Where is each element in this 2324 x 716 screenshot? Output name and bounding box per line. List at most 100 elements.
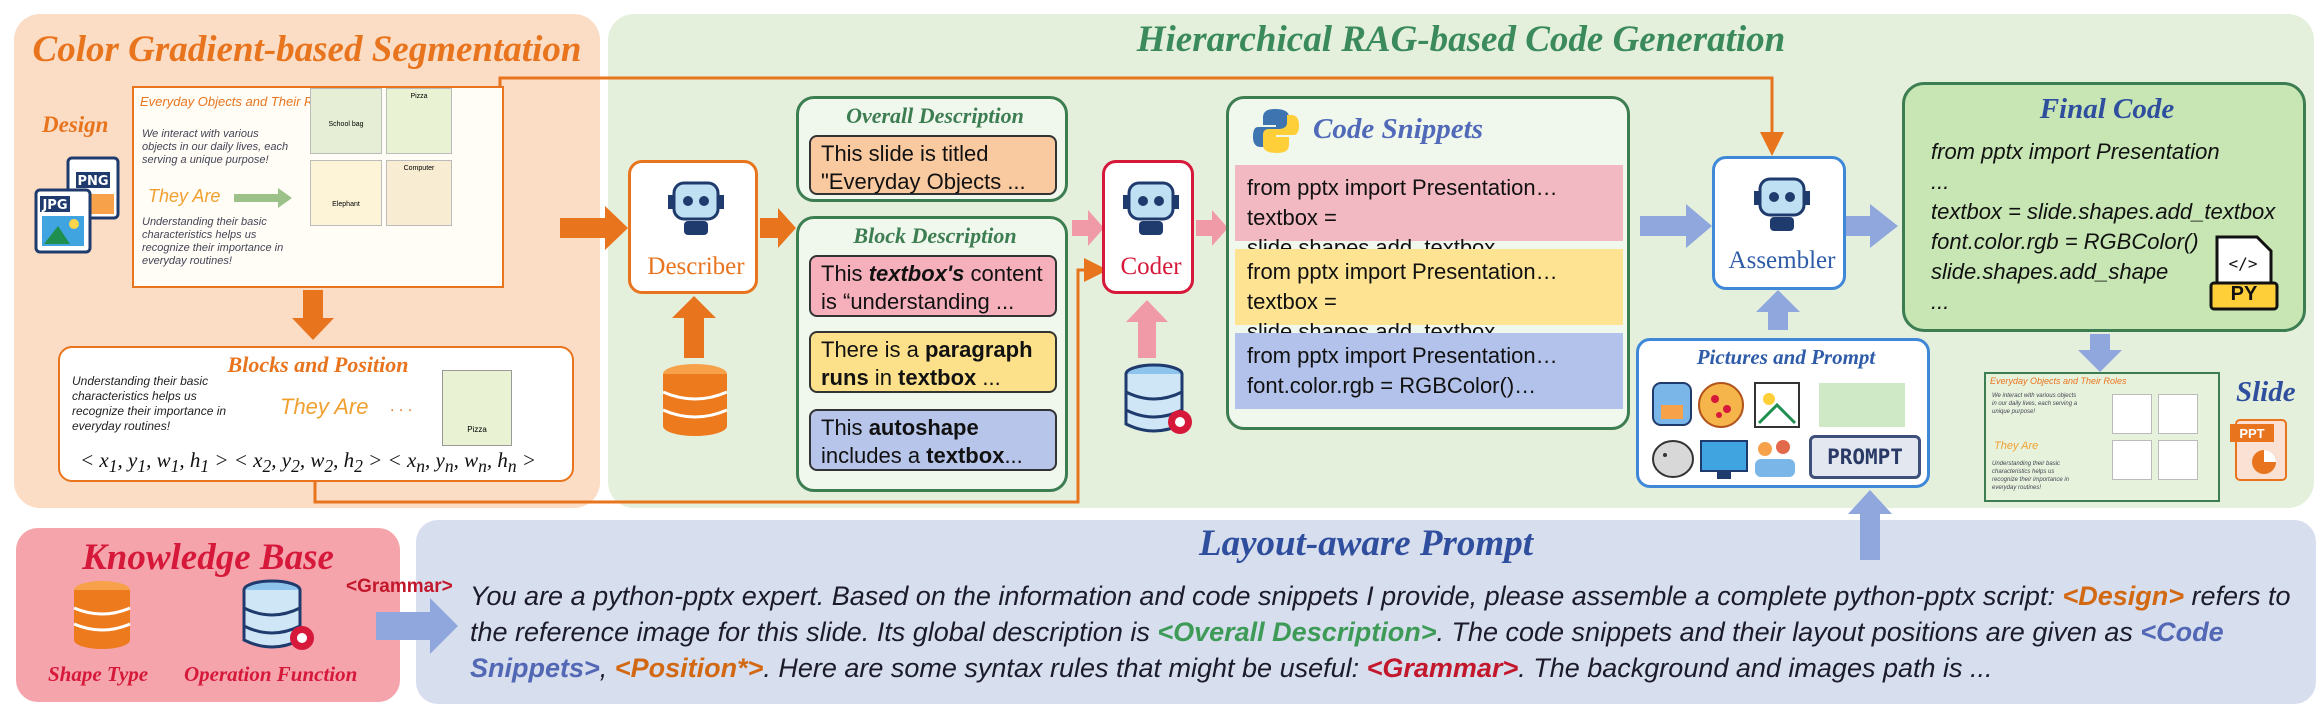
block-desc-title: Block Description — [853, 223, 1017, 248]
blocks-text: Understanding their basic characteristic… — [72, 374, 252, 434]
database-gear-icon — [1124, 363, 1192, 434]
snippets-title: Code Snippets — [1313, 113, 1483, 145]
layout-prompt-text: You are a python-pptx expert. Based on t… — [470, 581, 2291, 683]
describer-to-desc-arrow — [760, 208, 796, 248]
blocks-they-are: They Are — [280, 394, 369, 419]
slide-title: Everyday Objects and Their Roles — [140, 94, 338, 109]
prompt-to-pictures-arrow — [1848, 490, 1892, 560]
database-gear-icon — [242, 579, 314, 650]
overall-text: This slide is titled "Everyday Objects .… — [809, 135, 1057, 195]
school-bag-icon — [1652, 382, 1692, 426]
svg-text:</>: </> — [2229, 254, 2258, 273]
block-description-box: Block Description This textbox's content… — [796, 216, 1068, 492]
image-files-icon: PNG JPG — [34, 156, 120, 254]
final-code-box: Final Code from pptx import Presentation… — [1902, 82, 2306, 332]
coder-box: Coder — [1102, 160, 1194, 294]
position-formula: < x1, y1, w1, h1 > < x2, y2, w2, h2 > < … — [80, 448, 537, 477]
robot-icon — [1123, 181, 1179, 235]
card-computer: Computer — [386, 160, 452, 226]
snippets-to-assembler-arrow — [1640, 204, 1712, 248]
python-file-icon: </> — [2209, 235, 2279, 311]
shape-type-label: Shape Type — [48, 662, 149, 686]
blocks-title: Blocks and Position — [227, 352, 409, 377]
final-code-lines: from pptx import Presentation ... textbo… — [1931, 139, 2276, 314]
output-card-4 — [2158, 440, 2198, 480]
slide-arrow-icon — [234, 188, 292, 208]
block-desc-item-1: This textbox's content is “understanding… — [809, 255, 1057, 317]
pictures-to-assembler-arrow — [1756, 290, 1800, 330]
prompt-badge: PROMPT — [1809, 435, 1921, 479]
drawing-icon — [1754, 382, 1800, 428]
slide-cards: School bag Pizza Elephant Computer — [310, 88, 490, 288]
ppt-label: PPT — [2239, 426, 2265, 441]
desc-to-coder-arrow — [1072, 210, 1104, 246]
slide-intro: We interact with various objects in our … — [142, 128, 289, 166]
robot-icon — [1754, 177, 1810, 231]
rag-title: Hierarchical RAG-based Code Generation — [1136, 19, 1786, 60]
svg-text:JPG: JPG — [41, 198, 67, 213]
slide-label: Slide — [2236, 376, 2296, 408]
computer-icon — [1700, 440, 1748, 479]
code-snippets-box: Code Snippets from pptx import Presentat… — [1226, 96, 1630, 430]
layout-prompt-title: Layout-aware Prompt — [1198, 523, 1533, 564]
final-code-title: Final Code — [2039, 93, 2175, 125]
blocks-to-coder-arrow — [313, 258, 1108, 504]
output-card-1 — [2112, 394, 2152, 434]
card-pizza: Pizza — [386, 88, 452, 154]
blocks-dots: . . . — [390, 398, 413, 415]
describer-box: Describer — [628, 160, 758, 294]
db-to-describer-arrow — [672, 296, 716, 358]
py-label: PY — [2230, 283, 2258, 305]
final-to-slide-arrow — [2078, 334, 2122, 372]
robot-icon — [668, 181, 724, 235]
block-desc-item-2: There is a paragraph runs in textbox ... — [809, 331, 1057, 393]
assembler-to-final-arrow — [1846, 204, 1898, 248]
segmentation-title: Color Gradient-based Segmentation — [32, 29, 582, 70]
snippet-1: from pptx import Presentation…textbox = … — [1235, 165, 1623, 260]
blocks-card-pizza: Pizza — [442, 370, 512, 446]
coder-label: Coder — [1120, 253, 1182, 280]
grammar-tag: <Grammar> — [346, 576, 453, 597]
slide-body: Understanding their basic characteristic… — [142, 216, 284, 267]
kb-to-prompt-arrow — [376, 598, 458, 654]
elephant-icon — [1652, 440, 1694, 478]
output-slide-thumbnail: Everyday Objects and Their Roles We inte… — [1984, 372, 2220, 502]
database-icon — [662, 364, 728, 436]
layout-prompt-panel — [416, 520, 2316, 704]
green-gradient-icon — [1819, 383, 1905, 427]
design-to-blocks-arrow — [292, 290, 334, 340]
card-school-bag: School bag — [310, 88, 382, 154]
output-slide-title: Everyday Objects and Their Roles — [1990, 376, 2127, 386]
operation-function-label: Operation Function — [184, 662, 358, 686]
output-slide-body: Understanding their basic characteristic… — [1992, 461, 2070, 491]
db2-to-coder-arrow — [1126, 300, 1168, 358]
pictures-title: Pictures and Prompt — [1696, 345, 1876, 369]
card-elephant: Elephant — [310, 160, 382, 226]
database-icon — [73, 581, 131, 649]
people-icon — [1755, 440, 1795, 477]
pictures-grid — [1652, 382, 1905, 479]
design-slide-thumbnail: Everyday Objects and Their Roles We inte… — [132, 86, 504, 288]
python-logo-icon — [1253, 109, 1299, 153]
overall-description-box: Overall Description This slide is titled… — [796, 96, 1068, 202]
output-card-2 — [2158, 394, 2198, 434]
assembler-box: Assembler — [1712, 156, 1846, 290]
blocks-position-box: Blocks and Position Understanding their … — [58, 346, 574, 482]
overall-title: Overall Description — [846, 103, 1024, 128]
pictures-prompt-box: Pictures and Prompt PROMPT — [1636, 338, 1930, 488]
slide-they-are: They Are — [148, 186, 221, 206]
pizza-icon — [1698, 382, 1744, 428]
svg-text:PNG: PNG — [77, 174, 108, 189]
assembler-label: Assembler — [1728, 247, 1836, 274]
knowledge-title: Knowledge Base — [82, 537, 334, 578]
output-slide-intro: We interact with various objects in our … — [1992, 393, 2078, 415]
output-slide-they-are: They Are — [1994, 440, 2039, 452]
seg-to-describer-arrow — [560, 206, 628, 250]
output-card-3 — [2112, 440, 2152, 480]
snippet-3: from pptx import Presentation…font.color… — [1235, 333, 1623, 409]
coder-to-snippets-arrow — [1196, 210, 1228, 246]
ppt-file-icon — [2230, 419, 2287, 481]
block-desc-item-3: This autoshape includes a textbox... — [809, 409, 1057, 471]
describer-label: Describer — [647, 253, 745, 280]
design-label: Design — [42, 112, 109, 137]
